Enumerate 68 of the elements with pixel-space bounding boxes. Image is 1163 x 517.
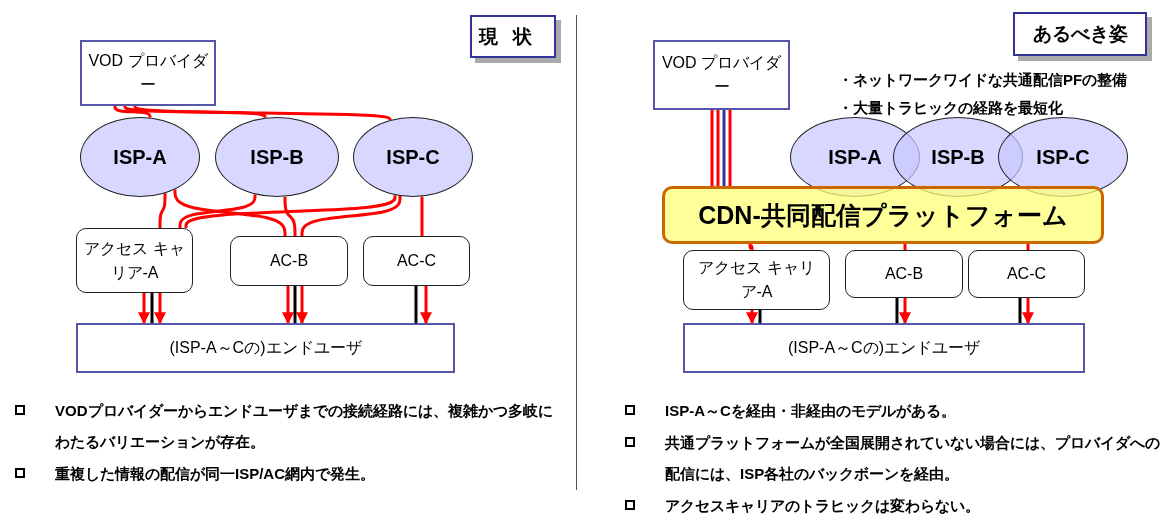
- connector-line: [293, 286, 297, 323]
- isp-label: ISP-B: [930, 145, 986, 169]
- connector-line: [150, 293, 154, 323]
- connector-line: [113, 105, 152, 119]
- entity-box: [80, 40, 216, 106]
- route-arrow: [746, 309, 758, 325]
- connector-line: [123, 105, 267, 119]
- access-carrier-box: [363, 236, 470, 286]
- title-text: あるべき姿: [1031, 22, 1129, 46]
- title-text: 現状: [477, 24, 549, 49]
- connector-line: [748, 243, 754, 251]
- node-label: AC-C: [1005, 264, 1048, 284]
- node-label: AC-B: [268, 251, 310, 271]
- connector-line: [895, 298, 899, 323]
- route-arrow: [899, 298, 911, 325]
- isp-label: ISP-A: [827, 145, 883, 169]
- platform-bar: [662, 186, 1104, 244]
- entity-box: [683, 323, 1085, 373]
- node-label: アクセス キャリア-A: [697, 258, 816, 302]
- connector-line: [1026, 243, 1030, 251]
- note-text: 重複した情報の配信が同一ISP/AC網内で発生。: [55, 464, 376, 484]
- access-carrier-box: [968, 250, 1085, 298]
- note-text: ・ネットワークワイドな共通配信PFの整備: [838, 70, 1129, 90]
- connector-line: [710, 110, 714, 186]
- access-carrier-box: [230, 236, 348, 286]
- note-text: ISP-A～Cを経由・非経由のモデルがある。: [665, 401, 957, 421]
- platform-label: CDN-共同配信プラットフォーム: [697, 199, 1069, 231]
- connector-line: [300, 196, 402, 236]
- connector-line: [178, 194, 257, 228]
- node-label: (ISP-A～Cの)エンドユーザ: [787, 338, 981, 358]
- isp-label: ISP-A: [112, 145, 168, 169]
- connector-line: [1018, 298, 1022, 323]
- connector-line: [722, 110, 726, 186]
- access-carrier-box: [683, 250, 830, 310]
- connector-line: [184, 195, 397, 228]
- access-carrier-box: [845, 250, 963, 298]
- connector-line: [903, 243, 907, 251]
- isp-label: ISP-C: [385, 145, 441, 169]
- isp-label: ISP-C: [1035, 145, 1091, 169]
- node-label: AC-B: [883, 264, 925, 284]
- route-arrow: [1022, 298, 1034, 325]
- note-text: ・大量トラヒックの経路を最短化: [838, 98, 1064, 118]
- note-text: 共通プラットフォームが全国展開されていない場合には、プロバイダへの配信には、ISP各社のバックボーンを経由。: [665, 433, 1160, 484]
- node-label: VOD プロバイダー: [87, 51, 209, 95]
- node-label: (ISP-A～Cの)エンドユーザ: [168, 338, 363, 358]
- node-label: アクセス キャリア-A: [83, 238, 186, 283]
- route-arrow: [420, 286, 432, 325]
- node-label: VOD プロバイダー: [660, 53, 783, 97]
- access-carrier-box: [76, 228, 193, 293]
- node-label: AC-C: [395, 251, 438, 271]
- connector-line: [133, 105, 392, 121]
- connector-line: [728, 110, 732, 186]
- route-arrow: [282, 286, 294, 325]
- isp-label: ISP-B: [249, 145, 305, 169]
- connector-line: [420, 196, 424, 236]
- connector-line: [158, 193, 167, 228]
- entity-box: [653, 40, 790, 110]
- route-arrow: [138, 293, 150, 325]
- connector-line: [414, 286, 418, 323]
- note-text: VODプロバイダーからエンドユーザまでの接続経路には、複雑かつ多岐にわたるバリエーションが存在。: [55, 401, 554, 452]
- connector-line: [716, 110, 720, 186]
- entity-box: [76, 323, 455, 373]
- connector-line: [758, 309, 762, 324]
- connector-line: [283, 196, 297, 236]
- route-arrow: [296, 286, 308, 325]
- note-text: アクセスキャリアのトラヒックは変わらない。: [665, 496, 981, 516]
- connector-line: [173, 189, 287, 236]
- route-arrow: [154, 293, 166, 325]
